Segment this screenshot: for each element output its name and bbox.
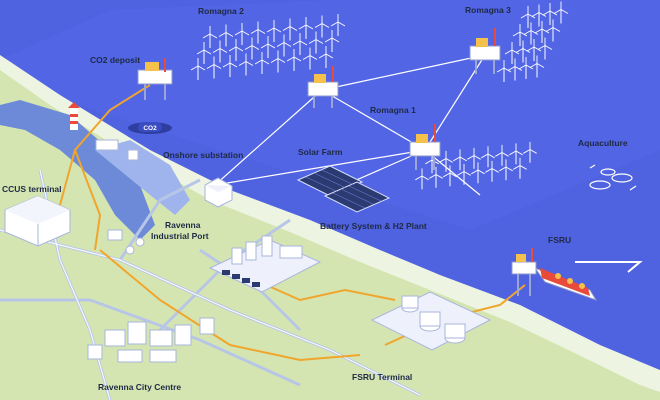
- platform-romagna-3: [469, 28, 501, 74]
- wind-turbine-icon: [496, 60, 512, 82]
- label-ravenna-port-line1: Ravenna: [165, 220, 201, 230]
- wind-farm-romagna-3: [496, 1, 569, 82]
- wind-turbine-icon: [534, 21, 550, 43]
- wind-turbine-icon: [520, 6, 536, 28]
- wind-turbine-icon: [512, 24, 528, 46]
- wind-turbine-icon: [260, 36, 276, 58]
- wind-turbine-icon: [202, 26, 218, 48]
- wind-turbine-icon: [298, 17, 314, 39]
- wind-turbine-icon: [190, 58, 206, 80]
- co2-badge-text: CO2: [143, 125, 157, 132]
- wind-turbine-icon: [196, 42, 212, 64]
- wind-turbine-icon: [330, 14, 346, 36]
- label-romagna-3: Romagna 3: [465, 5, 511, 15]
- wind-turbine-icon: [504, 42, 520, 64]
- label-ccus-terminal: CCUS terminal: [2, 184, 62, 194]
- fsru-platform: [511, 248, 537, 296]
- wind-farm-romagna-2: [190, 14, 346, 80]
- wind-turbine-icon: [443, 165, 457, 187]
- wind-turbine-icon: [314, 15, 330, 38]
- wind-turbine-icon: [234, 23, 250, 45]
- wind-turbine-icon: [302, 47, 318, 70]
- wind-turbine-icon: [523, 141, 537, 163]
- wind-turbine-icon: [457, 163, 471, 185]
- wind-turbine-icon: [485, 160, 499, 182]
- wind-turbine-icon: [270, 50, 286, 73]
- wind-turbine-icon: [292, 33, 308, 55]
- wind-turbine-icon: [222, 55, 238, 77]
- wind-turbine-icon: [526, 39, 542, 61]
- wind-turbine-icon: [518, 57, 534, 79]
- wind-farm-romagna-1: [415, 141, 537, 190]
- wind-turbine-icon: [318, 46, 334, 68]
- label-onshore-substation: Onshore substation: [163, 150, 243, 160]
- wind-turbine-icon: [286, 49, 302, 71]
- wind-turbine-icon: [537, 37, 553, 60]
- label-solar-farm: Solar Farm: [298, 147, 343, 157]
- label-ravenna-city-centre: Ravenna City Centre: [98, 382, 181, 392]
- wind-turbine-icon: [415, 168, 429, 190]
- wind-turbine-icon: [212, 40, 228, 63]
- platform-romagna-2: [307, 66, 339, 108]
- wind-turbine-icon: [429, 166, 443, 188]
- wind-turbine-icon: [495, 144, 509, 166]
- wind-turbine-icon: [513, 157, 527, 179]
- solar-farm: [296, 165, 391, 213]
- lighthouse: [68, 102, 80, 130]
- wind-turbine-icon: [244, 37, 260, 60]
- wind-turbine-icon: [515, 40, 531, 63]
- label-fsru-terminal: FSRU Terminal: [352, 372, 412, 382]
- label-ravenna-port-line2: Industrial Port: [151, 231, 209, 241]
- fsru-terminal-plant: [370, 291, 492, 351]
- wind-turbine-icon: [542, 3, 558, 25]
- wind-turbine-icon: [523, 22, 539, 45]
- wind-turbine-icon: [509, 143, 523, 165]
- wind-turbine-icon: [206, 56, 222, 79]
- label-co2-deposit: CO2 deposit: [90, 55, 140, 65]
- wind-turbine-icon: [324, 30, 340, 52]
- onshore-substation: [204, 177, 233, 208]
- label-romagna-1: Romagna 1: [370, 105, 416, 115]
- wind-turbine-icon: [553, 1, 569, 24]
- label-aquaculture: Aquaculture: [578, 138, 628, 148]
- wind-turbine-icon: [308, 31, 324, 54]
- wind-turbine-icon: [467, 147, 481, 169]
- land: [0, 70, 660, 400]
- ccus-terminal-building: [4, 195, 71, 247]
- wind-turbine-icon: [282, 18, 298, 41]
- harbour-water: [0, 100, 155, 240]
- wind-turbine-icon: [471, 162, 485, 184]
- wind-turbine-icon: [499, 159, 513, 181]
- wind-turbine-icon: [481, 146, 495, 168]
- wind-turbine-icon: [507, 58, 523, 81]
- wind-turbine-icon: [238, 53, 254, 76]
- platform-co2-deposit: [137, 58, 173, 100]
- label-battery-h2-plant: Battery System & H2 Plant: [320, 221, 427, 231]
- wind-turbine-icon: [531, 4, 547, 27]
- wind-turbine-icon: [218, 24, 234, 47]
- wind-turbine-icon: [529, 55, 545, 78]
- port-facilities: [95, 139, 145, 255]
- battery-h2-plant: [208, 235, 322, 293]
- wind-turbine-icon: [250, 21, 266, 44]
- label-fsru: FSRU: [548, 235, 571, 245]
- city-centre-buildings: [87, 317, 215, 363]
- wind-turbine-icon: [439, 150, 453, 172]
- aquaculture-farm: [589, 164, 637, 191]
- co2-badge: CO2: [128, 122, 172, 134]
- label-romagna-2: Romagna 2: [198, 6, 244, 16]
- wind-turbine-icon: [266, 20, 282, 42]
- fsru-jetty: [575, 261, 643, 273]
- platform-romagna-1: [409, 124, 441, 170]
- wind-turbine-icon: [453, 149, 467, 171]
- fsru-ship: [533, 266, 598, 301]
- wind-turbine-icon: [545, 19, 561, 42]
- wind-turbine-icon: [228, 39, 244, 61]
- wind-turbine-icon: [276, 34, 292, 57]
- wind-turbine-icon: [254, 52, 270, 74]
